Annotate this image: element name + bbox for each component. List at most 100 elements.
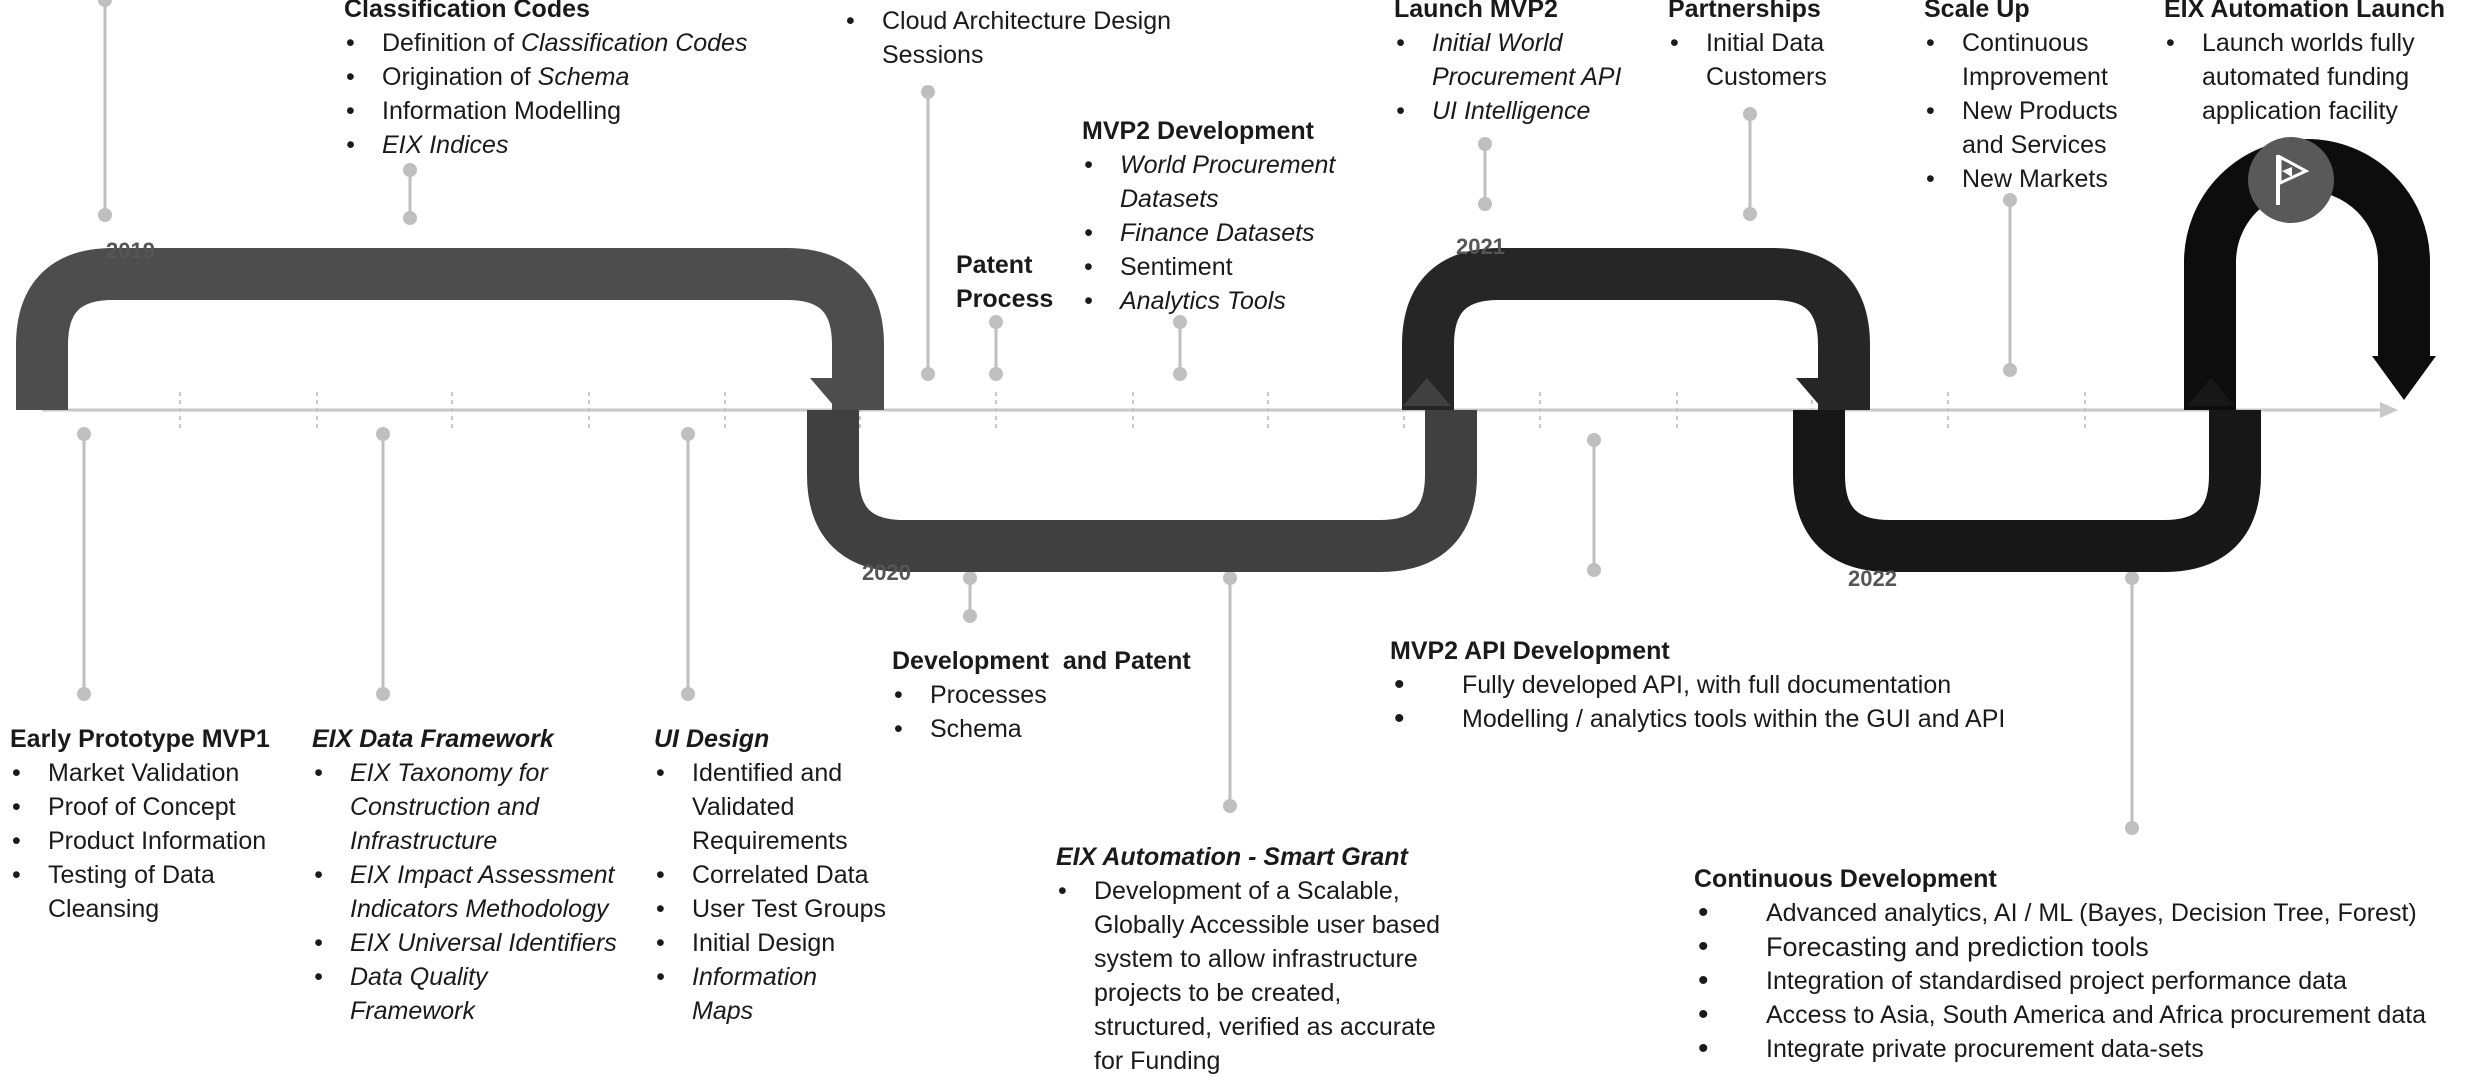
list-item: New Markets [1924, 162, 2144, 196]
list-item: World Procurement Datasets [1082, 148, 1360, 216]
milestone-items: Launch worlds fully automated funding ap… [2164, 26, 2464, 128]
list-item: UI Intelligence [1394, 94, 1654, 128]
pin-mvp2-api [1587, 433, 1601, 577]
pin-classification [403, 163, 417, 225]
list-item: Cloud Architecture Design Sessions [844, 4, 1182, 72]
list-item: Testing of Data Cleansing [10, 858, 238, 926]
milestone-items: Identified and Validated Requirements Co… [654, 756, 904, 1028]
milestone-partnerships: Partnerships Initial Data Customers [1668, 0, 1868, 94]
milestone-items: World Procurement Datasets Finance Datas… [1082, 148, 1382, 318]
track-segment-2021 [1402, 248, 1870, 410]
list-item: New Products and Services [1924, 94, 2142, 162]
list-item: Definition of Classification Codes [344, 26, 784, 60]
year-2019-label: 2019 [106, 238, 155, 263]
list-item: Processes [892, 678, 1232, 712]
pin-launch-mvp2 [1478, 137, 1492, 211]
milestone-title: Continuous Development [1694, 865, 1997, 893]
list-item: Integration of standardised project perf… [1694, 964, 2484, 998]
track-arrow-2019 [810, 378, 858, 406]
list-item: Modelling / analytics tools within the G… [1390, 702, 2150, 736]
list-item: Integrate private procurement data-sets [1694, 1032, 2484, 1066]
list-item: Product Information [10, 824, 310, 858]
list-item: Information Modelling [344, 94, 784, 128]
list-item: Origination of Schema [344, 60, 784, 94]
milestone-title: Launch MVP2 [1394, 0, 1558, 23]
milestone-title: EIX Data Framework [312, 725, 554, 753]
pin-classification-origin [98, 0, 112, 222]
milestone-items: Development of a Scalable, Globally Acce… [1056, 874, 1476, 1078]
pin-cloud-architecture [921, 85, 935, 381]
list-item: Finance Datasets [1082, 216, 1382, 250]
milestone-mvp2-api: MVP2 API Development Fully developed API… [1390, 634, 2150, 736]
milestone-title: Patent Process [956, 251, 1054, 313]
milestone-scale-up: Scale Up Continuous Improvement New Prod… [1924, 0, 2144, 196]
milestone-mvp2-development: MVP2 Development World Procurement Datas… [1082, 114, 1382, 318]
pin-early-prototype [77, 427, 91, 701]
list-item: Forecasting and prediction tools [1694, 930, 2484, 964]
milestone-items: EIX Taxonomy for Construction and Infras… [312, 756, 632, 1028]
track-arrow-2020 [1403, 378, 1451, 406]
item-text: Definition of [382, 29, 521, 57]
year-2022-label: 2022 [1848, 566, 1897, 591]
milestone-title: MVP2 API Development [1390, 637, 1670, 665]
milestone-development-patent: Development and Patent Processes Schema [892, 644, 1232, 746]
milestone-items: Advanced analytics, AI / ML (Bayes, Deci… [1694, 896, 2484, 1066]
milestone-title: Scale Up [1924, 0, 2030, 23]
milestone-launch-mvp2: Launch MVP2 Initial World Procurement AP… [1394, 0, 1654, 128]
list-item: Market Validation [10, 756, 310, 790]
pin-development-patent [963, 571, 977, 623]
list-item: Initial Data Customers [1668, 26, 1836, 94]
milestone-data-framework: EIX Data Framework EIX Taxonomy for Cons… [312, 722, 632, 1028]
track-arrow-2022 [2187, 378, 2235, 406]
list-item: Schema [892, 712, 1232, 746]
milestone-items: Continuous Improvement New Products and … [1924, 26, 2144, 196]
list-item: Advanced analytics, AI / ML (Bayes, Deci… [1694, 896, 2484, 930]
track-arrow-final [2372, 356, 2436, 400]
year-2020-label: 2020 [862, 560, 911, 585]
track-segment-2019 [16, 248, 884, 410]
list-item: Information Maps [654, 960, 832, 1028]
milestone-continuous-development: Continuous Development Advanced analytic… [1694, 862, 2484, 1066]
item-text-italic: Classification Codes [520, 29, 748, 57]
milestone-title: Partnerships [1668, 0, 1821, 23]
pin-mvp2-development [1173, 315, 1187, 381]
list-item: Development of a Scalable, Globally Acce… [1056, 874, 1464, 1078]
list-item: Fully developed API, with full documenta… [1390, 668, 2150, 702]
list-item: Sentiment [1082, 250, 1382, 284]
year-2021-label: 2021 [1456, 234, 1505, 259]
list-item: Identified and Validated Requirements [654, 756, 862, 858]
list-item: User Test Groups [654, 892, 904, 926]
milestone-early-prototype: Early Prototype MVP1 Market Validation P… [10, 722, 310, 926]
item-text-italic: Schema [537, 63, 630, 91]
list-item: Initial World Procurement API [1394, 26, 1652, 94]
milestone-items: Initial Data Customers [1668, 26, 1868, 94]
list-item: EIX Taxonomy for Construction and Infras… [312, 756, 580, 858]
list-item: EIX Indices [344, 128, 784, 162]
milestone-items: Initial World Procurement API UI Intelli… [1394, 26, 1654, 128]
milestone-items: Definition of Classification Codes Origi… [344, 26, 784, 162]
milestone-items: Cloud Architecture Design Sessions [844, 4, 1184, 72]
track-segment-2020 [807, 410, 1477, 572]
milestone-title: EIX Automation - Smart Grant [1056, 843, 1408, 871]
milestone-smart-grant: EIX Automation - Smart Grant Development… [1056, 840, 1476, 1078]
milestone-items: Market Validation Proof of Concept Produ… [10, 756, 310, 926]
pins [77, 0, 2139, 835]
list-item: Proof of Concept [10, 790, 310, 824]
list-item: EIX Universal Identifiers [312, 926, 632, 960]
pin-ui-design [681, 427, 695, 701]
pin-scale-up [2003, 193, 2017, 377]
pin-partnerships [1743, 107, 1757, 221]
list-item: Data Quality Framework [312, 960, 520, 1028]
milestone-title: Classification Codes [344, 0, 590, 23]
pin-data-framework [376, 427, 390, 701]
list-item: Access to Asia, South America and Africa… [1694, 998, 2484, 1032]
milestone-items: Processes Schema [892, 678, 1232, 746]
list-item: Correlated Data [654, 858, 904, 892]
track-segment-2022 [1793, 410, 2261, 572]
item-text: Origination of [382, 63, 538, 91]
milestone-title: MVP2 Development [1082, 117, 1315, 145]
list-item: Launch worlds fully automated funding ap… [2164, 26, 2442, 128]
milestone-automation-launch: EIX Automation Launch Launch worlds full… [2164, 0, 2464, 128]
milestone-title: Early Prototype MVP1 [10, 725, 270, 753]
